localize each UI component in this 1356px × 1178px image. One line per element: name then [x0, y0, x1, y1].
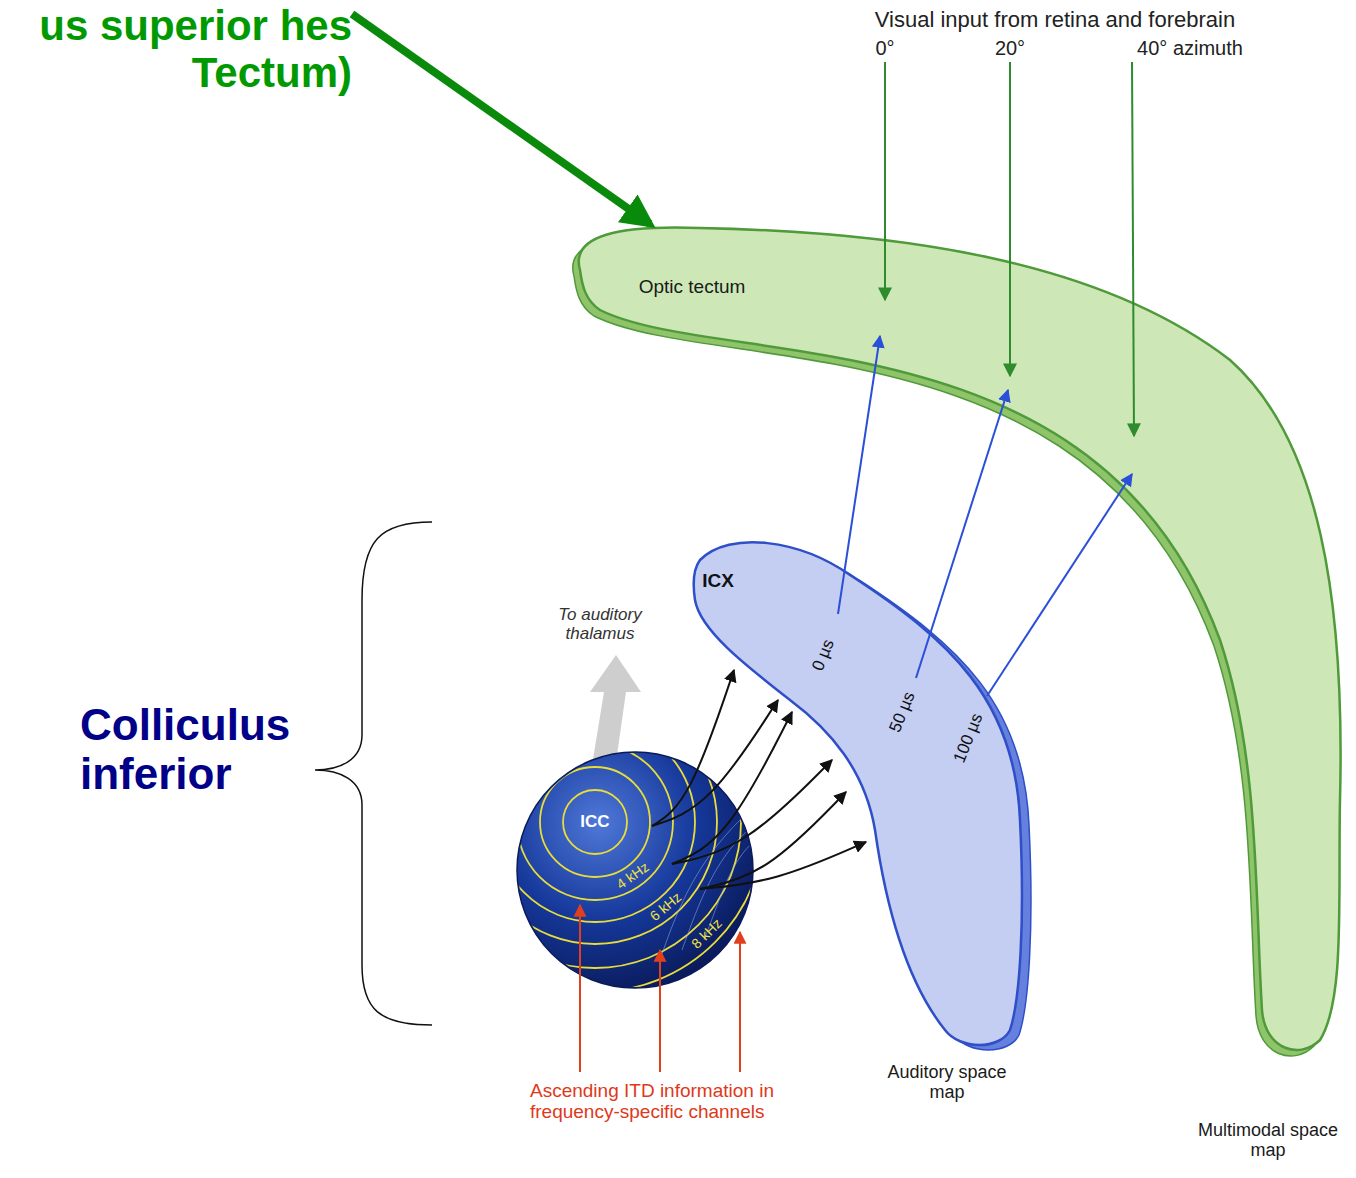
visual-input-arrow — [1009, 62, 1011, 376]
frequency-contour — [540, 767, 650, 877]
azimuth-value: 0° — [875, 37, 894, 59]
tectum-shape: Optic tectumMultimodal space map — [560, 215, 1356, 1170]
azimuth-value: 40° azimuth — [1137, 37, 1243, 59]
connector-path — [987, 474, 1132, 696]
structure-title: Colliculus inferior — [80, 700, 320, 799]
tectum-shape-outline — [560, 215, 1356, 1170]
output-label: To auditory thalamus — [545, 605, 655, 643]
frequency-contour — [449, 676, 741, 968]
structure-label: ICX — [702, 570, 734, 591]
pointer-arrow — [352, 14, 650, 224]
frequency-contour — [425, 652, 765, 992]
icc-sphere: ICC 4 kHz6 kHz8 kHz — [515, 750, 755, 990]
visual-input-arrow — [884, 62, 886, 300]
frequency-label: 6 kHz — [647, 889, 684, 924]
bracket — [315, 522, 432, 1025]
input-label: Ascending ITD information in frequency-s… — [530, 1080, 815, 1123]
input-label: Visual input from retina and forebrain — [875, 8, 1235, 33]
connector-path — [916, 390, 1008, 678]
connector-arrow — [987, 474, 1132, 696]
frequency-label: 8 kHz — [689, 916, 725, 952]
icx-shape: ICX 0 µs 50 µs 100 µs Auditory space map — [680, 525, 1050, 1125]
connector-arrow — [916, 390, 1008, 678]
structure-label: ICC — [580, 812, 609, 831]
structure-title: us superior hes Tectum) — [10, 2, 352, 96]
map-label: Auditory space map — [872, 1062, 1022, 1102]
itd-value: 100 µs — [950, 711, 987, 766]
itd-input-arrow — [739, 932, 741, 1072]
frequency-contour — [400, 627, 790, 1017]
itd-value: 0 µs — [808, 636, 838, 673]
itd-input-arrow — [659, 950, 661, 1072]
connector-path — [838, 336, 880, 614]
frequency-contour — [563, 790, 627, 854]
frequency-contour — [517, 744, 673, 900]
itd-value: 50 µs — [885, 689, 918, 735]
map-label: Multimodal space map — [1188, 1120, 1348, 1160]
structure-label: Optic tectum — [639, 276, 746, 297]
connector-arrow — [838, 336, 880, 614]
icx-shape-outline — [680, 525, 1050, 1125]
frequency-label: 4 kHz — [614, 859, 652, 892]
itd-input-arrow — [579, 905, 581, 1072]
azimuth-value: 20° — [995, 37, 1025, 59]
frequency-contour — [495, 722, 695, 922]
